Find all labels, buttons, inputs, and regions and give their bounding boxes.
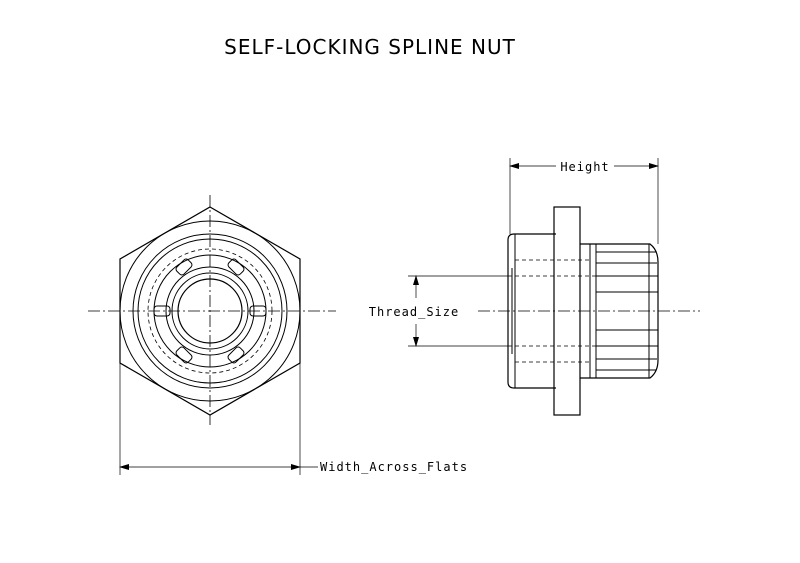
chamfer-circle xyxy=(119,220,301,402)
bore-outer xyxy=(165,266,255,356)
bore-inner xyxy=(177,278,243,344)
spline-head xyxy=(580,243,659,379)
hex-outline xyxy=(119,206,301,416)
thread-size-label: Thread_Size xyxy=(369,305,459,319)
hidden-ring xyxy=(147,248,273,374)
height-label: Height xyxy=(560,160,609,174)
side-view: Height Thread_Size xyxy=(369,158,700,416)
locking-tabs xyxy=(153,258,267,364)
flange xyxy=(553,206,581,416)
flange-ring-outer xyxy=(132,233,288,389)
flange-ring xyxy=(137,238,283,384)
width-across-flats-label: Width_Across_Flats xyxy=(320,460,468,474)
bore-mid xyxy=(171,272,249,350)
front-view: Width_Across_Flats xyxy=(88,195,468,475)
drawing-title: SELF-LOCKING SPLINE NUT xyxy=(224,35,516,59)
